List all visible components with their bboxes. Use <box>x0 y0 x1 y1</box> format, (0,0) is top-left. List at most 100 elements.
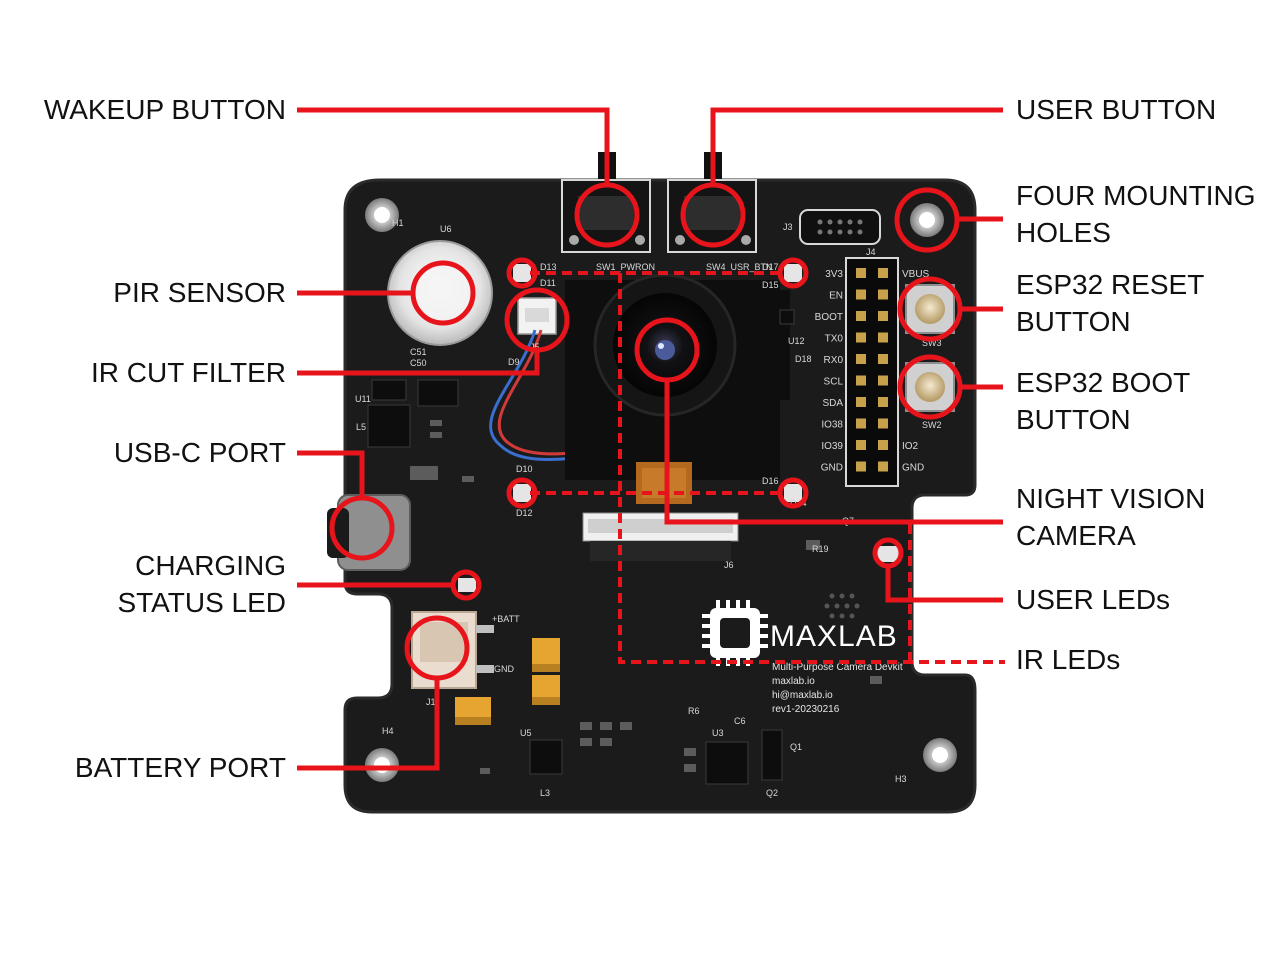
silk-h4: H4 <box>382 726 394 736</box>
esp32-boot-switch <box>905 362 955 412</box>
header-pin <box>878 311 888 321</box>
usb-c-leader <box>297 450 365 498</box>
j4-pin-header <box>845 257 899 487</box>
silk-d18: D18 <box>795 354 812 364</box>
silk-plus-batt: +BATT <box>492 614 520 624</box>
silk-d17: D17 <box>762 262 779 272</box>
label-mounting-holes: FOUR MOUNTING HOLES <box>1016 180 1256 248</box>
header-pin-label-left: SCL <box>824 377 844 388</box>
board-info-line-2: maxlab.io <box>772 676 815 687</box>
silk-d10: D10 <box>516 464 533 474</box>
ics <box>367 309 795 785</box>
silk-d9: D9 <box>508 357 520 367</box>
header-pin-label-left: IO39 <box>821 441 843 452</box>
user-led-leader <box>885 566 1003 603</box>
ir-led-marker-tr <box>777 257 809 289</box>
label-charging-status-led: CHARGING STATUS LED <box>117 550 286 618</box>
usb-c-port <box>327 494 411 571</box>
board-info-line-4: rev1-20230216 <box>772 704 840 715</box>
header-pin <box>856 397 866 407</box>
header-pin <box>878 397 888 407</box>
j6-fpc-connector <box>582 512 739 561</box>
ir-led-pads <box>513 264 802 502</box>
silk-gnd: GND <box>494 664 515 674</box>
header-pin <box>856 461 866 472</box>
charging-led-pad <box>458 578 476 592</box>
header-pin <box>878 268 888 278</box>
header-pin-label-right: GND <box>902 463 924 474</box>
silk-c51: C51 <box>410 347 427 357</box>
header-pin <box>856 354 866 364</box>
header-pin-label-left: GND <box>821 463 843 474</box>
battery-leader <box>297 678 440 771</box>
label-night-vision-camera: NIGHT VISION CAMERA <box>1016 483 1206 551</box>
header-pin <box>856 418 866 429</box>
silk-sw4: SW4_USR_BTN <box>706 262 773 272</box>
header-pin <box>856 289 866 300</box>
label-wakeup-button: WAKEUP BUTTON <box>43 94 286 125</box>
header-pin <box>878 440 888 450</box>
tantalum-capacitors <box>455 638 560 725</box>
silk-j1: J1 <box>426 697 436 707</box>
ir-led-marker-br <box>777 477 809 509</box>
silk-u11: U11 <box>355 394 371 404</box>
header-pin-label-left: IO38 <box>821 420 843 431</box>
label-pir-sensor: PIR SENSOR <box>113 277 286 308</box>
label-user-leds: USER LEDs <box>1016 584 1171 615</box>
silk-h1: H1 <box>392 218 404 228</box>
silk-d11: D11 <box>540 278 556 288</box>
camera-leader <box>664 380 1003 525</box>
j3-connector <box>799 209 881 245</box>
silk-d13: D13 <box>540 262 557 272</box>
header-pin-label-left: SDA <box>822 398 843 409</box>
label-battery-port: BATTERY PORT <box>74 752 286 783</box>
label-ir-leds: IR LEDs <box>1016 644 1121 675</box>
pir-sensor <box>387 240 493 346</box>
silk-j5: J5 <box>530 342 540 352</box>
silk-q2: Q2 <box>766 788 778 798</box>
silk-d16: D16 <box>762 476 779 486</box>
header-pin <box>878 332 888 343</box>
silk-u6: U6 <box>440 224 452 234</box>
user-led-pad <box>876 546 900 562</box>
wakeup-leader <box>297 107 610 185</box>
camera-module <box>565 273 790 504</box>
silk-c6: C6 <box>734 716 746 726</box>
user-leader <box>710 107 1003 185</box>
header-pin <box>856 311 866 321</box>
microphone-dots <box>824 593 860 619</box>
header-pin <box>856 268 866 278</box>
header-pin <box>878 289 888 300</box>
header-pin-label-right: IO2 <box>902 441 919 452</box>
label-ir-cut-filter: IR CUT FILTER <box>91 357 286 388</box>
header-pin-label-left: BOOT <box>815 312 843 323</box>
silk-c50: C50 <box>410 358 427 368</box>
silk-r6: R6 <box>688 706 700 716</box>
ir-led-marker-bl <box>506 477 538 509</box>
silk-u3: U3 <box>712 728 724 738</box>
silk-u5: U5 <box>520 728 532 738</box>
esp32-reset-switch <box>905 284 955 334</box>
silk-l5: L5 <box>356 422 366 432</box>
label-user-button: USER BUTTON <box>1016 94 1217 125</box>
label-esp32-boot: ESP32 BOOT BUTTON <box>1016 367 1191 435</box>
ir-led-marker-tl <box>506 257 538 289</box>
silk-d12: D12 <box>516 508 533 518</box>
small-components <box>410 420 882 774</box>
silk-sw2: SW2 <box>922 420 942 430</box>
label-usb-c-port: USB-C PORT <box>113 437 286 468</box>
silk-r19: R19 <box>812 544 829 554</box>
leader-lines <box>297 107 1003 771</box>
header-pin <box>878 461 888 472</box>
board-info-line-1: Multi-Purpose Camera Devkit <box>772 662 903 673</box>
header-pin-label-left: TX0 <box>825 334 844 345</box>
silk-sw3: SW3 <box>922 338 942 348</box>
header-pin <box>856 375 866 386</box>
header-pin <box>878 354 888 364</box>
board-brand: MAXLAB <box>770 620 898 653</box>
silk-d15: D15 <box>762 280 779 290</box>
header-pin <box>878 418 888 429</box>
ir-cut-leader <box>297 350 540 376</box>
